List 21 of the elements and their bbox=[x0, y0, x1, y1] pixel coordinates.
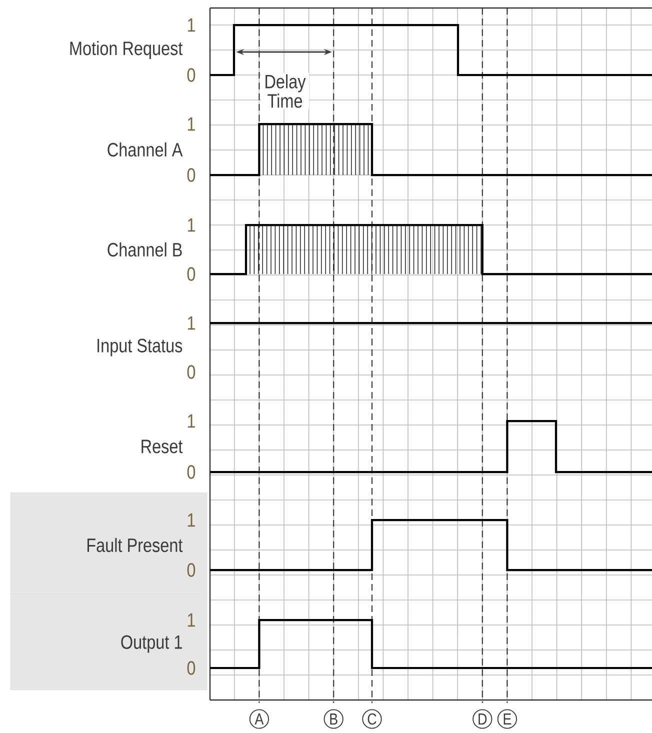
dimension-label: Delay Time bbox=[261, 72, 309, 110]
level-label: 0 bbox=[187, 267, 196, 281]
level-label: 0 bbox=[187, 168, 196, 182]
level-label: 0 bbox=[187, 563, 196, 577]
signal-name: Output 1 bbox=[121, 635, 182, 653]
signal-name: Motion Request bbox=[70, 41, 183, 60]
signal-name: Input Status bbox=[98, 338, 182, 356]
signal-name: Channel A bbox=[108, 142, 183, 157]
signal-name: Fault Present bbox=[88, 538, 183, 552]
level-label: 1 bbox=[188, 513, 195, 527]
level-label: 1 bbox=[188, 316, 195, 330]
level-label: 1 bbox=[188, 18, 195, 32]
level-label: 0 bbox=[187, 365, 196, 379]
signal-name: Channel B bbox=[108, 242, 182, 257]
level-label: 0 bbox=[187, 68, 196, 82]
level-label: 0 bbox=[187, 661, 196, 675]
level-label: 1 bbox=[188, 414, 195, 428]
level-label: 1 bbox=[188, 218, 195, 232]
level-label: 1 bbox=[188, 613, 195, 627]
level-label: 1 bbox=[188, 117, 195, 131]
signal-name: Reset bbox=[142, 440, 183, 454]
